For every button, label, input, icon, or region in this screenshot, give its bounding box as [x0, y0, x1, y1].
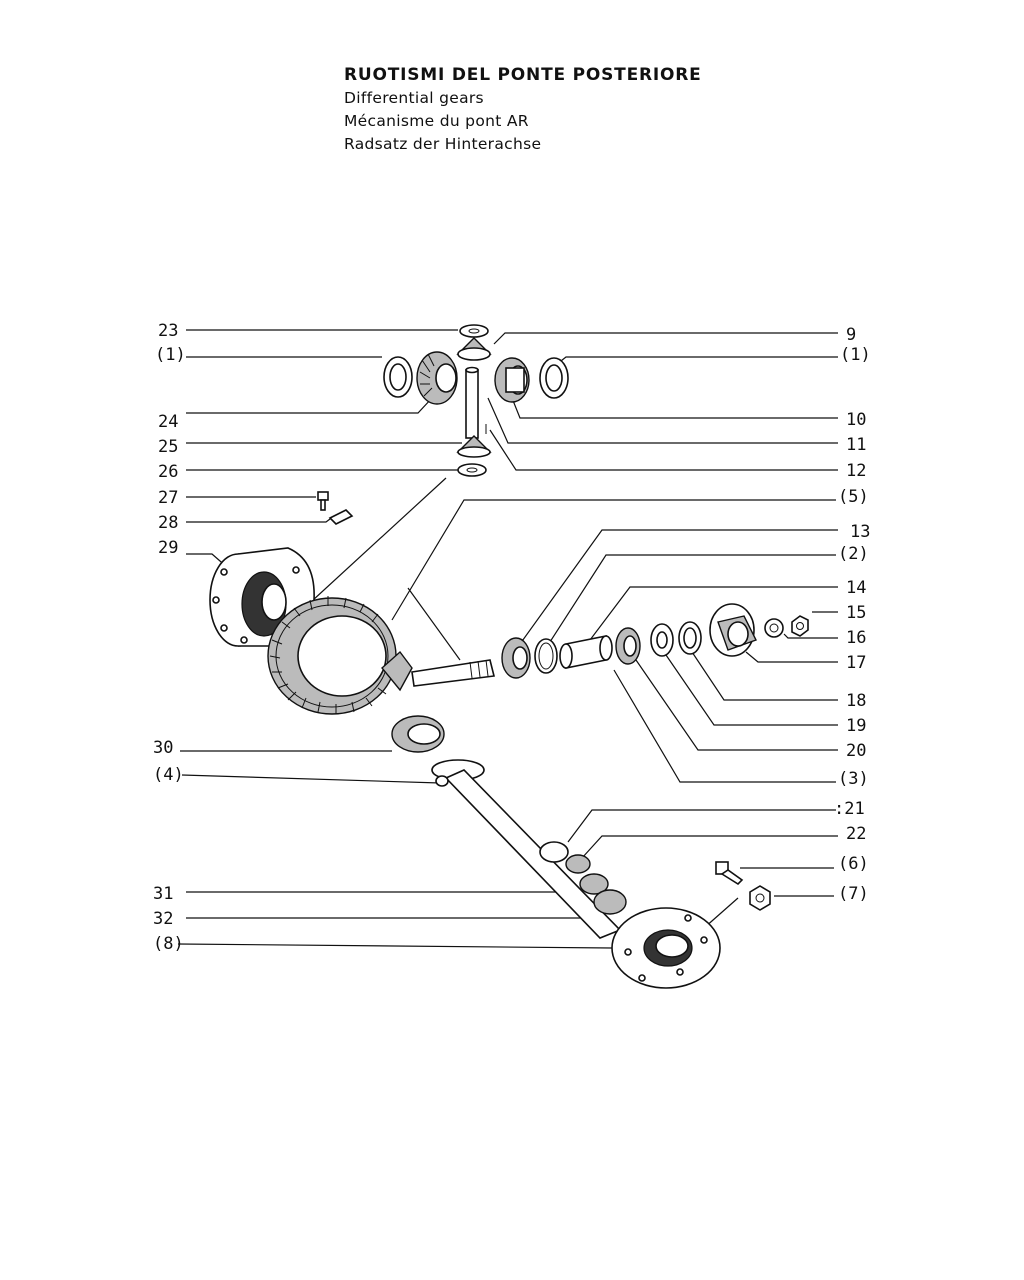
label-22: 22 [846, 824, 866, 844]
label-31: 31 [153, 884, 173, 904]
label-30: 30 [153, 738, 173, 758]
label-3: (3) [838, 769, 869, 789]
title-block: RUOTISMI DEL PONTE POSTERIORE Differenti… [344, 64, 702, 156]
part-25-lower-pinion [456, 435, 492, 458]
label-32: 32 [153, 909, 173, 929]
title-german: Radsatz der Hinterachse [344, 135, 542, 153]
part-18-seal [678, 621, 702, 655]
part-22-axle-nut [565, 854, 591, 874]
label-12: 12 [846, 461, 866, 481]
label-14: 14 [846, 578, 866, 598]
label-26: 26 [158, 462, 178, 482]
part-27-bolt [317, 491, 329, 511]
part-32-bearing [593, 889, 627, 915]
label-1-left: (1) [155, 345, 186, 365]
label-2: (2) [838, 544, 869, 564]
label-11: 11 [846, 435, 866, 455]
leader-lines [177, 329, 838, 949]
part-ring-gear [267, 596, 397, 715]
part-30-axle-bearing [391, 715, 445, 753]
label-18: 18 [846, 691, 866, 711]
label-23: 23 [158, 321, 178, 341]
label-28: 28 [158, 513, 178, 533]
part-19-washer [650, 623, 674, 657]
part-9-planet-pinion [456, 337, 492, 361]
label-13: 13 [850, 522, 870, 542]
part-13-pinion-bearing [501, 637, 531, 679]
label-19: 19 [846, 716, 866, 736]
part-5-drive-pinion [381, 650, 495, 692]
title-english: Differential gears [344, 89, 484, 107]
label-8: (8) [153, 934, 184, 954]
part-26-thrust-washer [457, 463, 487, 477]
part-axle-shaft [431, 759, 622, 939]
label-24: 24 [158, 412, 178, 432]
part-21-oil-seal [539, 841, 569, 863]
part-3-bearing [615, 627, 641, 665]
part-10-side-gear-right [494, 357, 530, 403]
part-28-lock-plate [328, 509, 354, 525]
part-31-washer [579, 873, 609, 895]
label-5: (5) [838, 487, 869, 507]
label-15: 15 [846, 603, 866, 623]
label-20: 20 [846, 741, 866, 761]
part-17-pinion-flange [709, 603, 757, 657]
title-italian: RUOTISMI DEL PONTE POSTERIORE [344, 65, 702, 85]
label-16: 16 [846, 628, 866, 648]
part-7-wheel-nut [749, 885, 771, 911]
part-11-pinion-shaft [465, 366, 487, 439]
label-4: (4) [153, 765, 184, 785]
label-27: 27 [158, 488, 178, 508]
label-17: 17 [846, 653, 866, 673]
part-6-wheel-bolt [715, 861, 744, 886]
label-7: (7) [838, 884, 869, 904]
part-24-side-gear-left [416, 351, 458, 405]
part-2-shim-ring [534, 638, 558, 674]
part-16-lock-washer [764, 618, 784, 638]
label-21: :21 [834, 799, 865, 819]
part-1-left-shim [383, 356, 413, 398]
label-29: 29 [158, 538, 178, 558]
title-french: Mécanisme du pont AR [344, 112, 529, 130]
label-10: 10 [846, 410, 866, 430]
part-29-differential-case [209, 547, 315, 647]
label-9: 9 [846, 325, 856, 345]
part-labels: 23 (1) 24 25 26 27 28 29 30 (4) 31 32 (8… [153, 321, 871, 954]
part-1-right-shim [539, 357, 569, 399]
part-8-wheel-flange [611, 907, 721, 989]
label-1-right: (1) [840, 345, 871, 365]
part-23-thrust-washer [459, 324, 489, 338]
label-6: (6) [838, 854, 869, 874]
label-25: 25 [158, 437, 178, 457]
part-15-nut [791, 615, 809, 637]
part-14-spacer-sleeve [559, 635, 613, 669]
